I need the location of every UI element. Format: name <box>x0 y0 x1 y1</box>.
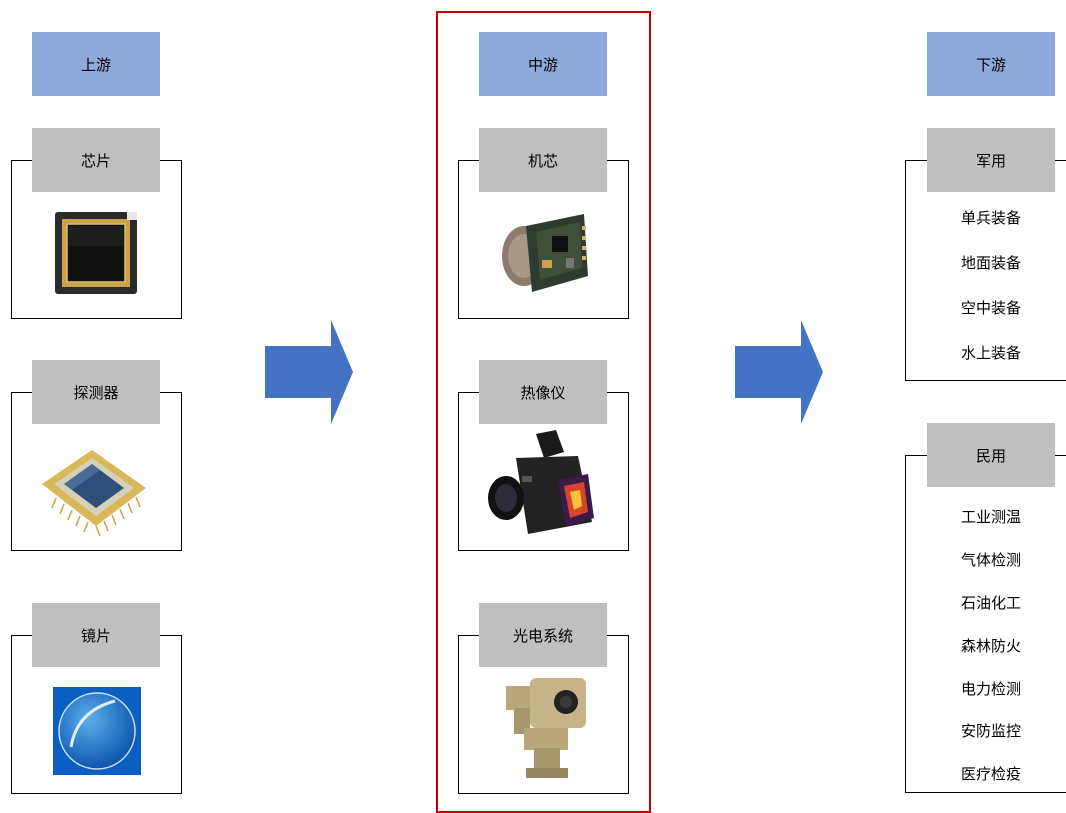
midstream-header: 中游 <box>479 32 607 96</box>
downstream-frame-civil <box>905 455 1066 793</box>
upstream-tab-lens: 镜片 <box>32 603 160 667</box>
civil-item: 石油化工 <box>960 594 1021 612</box>
thermal-camera-image <box>486 430 600 542</box>
arrow-right-icon <box>265 320 353 424</box>
arrow-right-icon <box>735 320 823 424</box>
chip-image <box>53 210 139 296</box>
detector-image <box>34 444 154 540</box>
downstream-header: 下游 <box>927 32 1055 96</box>
upstream-header: 上游 <box>32 32 160 96</box>
downstream-tab-civil: 民用 <box>927 423 1055 487</box>
military-item: 单兵装备 <box>960 209 1021 227</box>
military-item: 地面装备 <box>960 254 1021 272</box>
civil-item: 医疗检疫 <box>960 765 1021 783</box>
midstream-tab-eo-system: 光电系统 <box>479 603 607 667</box>
downstream-tab-military: 军用 <box>927 128 1055 192</box>
upstream-tab-detector: 探测器 <box>32 360 160 424</box>
military-item: 水上装备 <box>960 344 1021 362</box>
civil-item: 安防监控 <box>960 722 1021 740</box>
lens-image <box>53 687 141 775</box>
upstream-tab-chip: 芯片 <box>32 128 160 192</box>
midstream-tab-core: 机芯 <box>479 128 607 192</box>
civil-item: 工业测温 <box>960 508 1021 526</box>
military-item: 空中装备 <box>960 299 1021 317</box>
midstream-tab-thermal-camera: 热像仪 <box>479 360 607 424</box>
downstream-frame-military <box>905 160 1066 381</box>
civil-item: 电力检测 <box>960 680 1021 698</box>
core-module-image <box>496 206 592 298</box>
electro-optical-system-image <box>500 672 590 784</box>
civil-item: 气体检测 <box>960 551 1021 569</box>
civil-item: 森林防火 <box>960 637 1021 655</box>
